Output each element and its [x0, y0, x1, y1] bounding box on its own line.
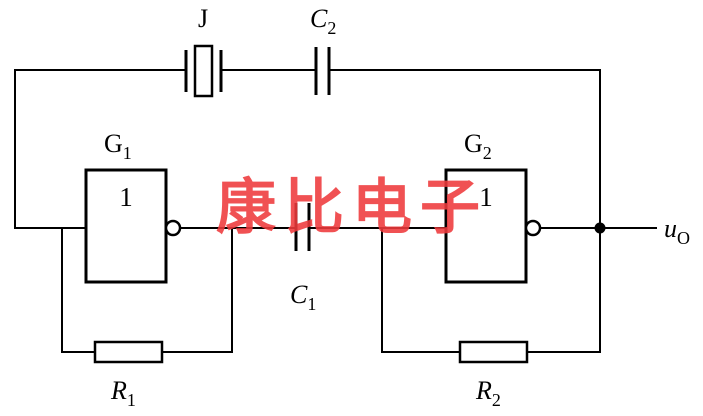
- r2-label: R2: [475, 376, 501, 410]
- r1-label: R1: [110, 376, 136, 410]
- g2-label-main: G: [464, 129, 483, 158]
- c1-label-sub: 1: [307, 294, 316, 314]
- g2-body: [444, 168, 528, 284]
- c1-label-main: C: [290, 280, 308, 309]
- output-label: uO: [664, 214, 690, 248]
- c2-label-sub: 2: [327, 18, 336, 38]
- output-label-main: u: [664, 214, 677, 243]
- r1-label-sub: 1: [127, 390, 136, 410]
- resistor-r2: R2: [458, 340, 529, 410]
- gate-g2: 1 G2: [444, 129, 542, 284]
- crystal-j: J: [184, 4, 223, 98]
- output-label-sub: O: [677, 228, 690, 248]
- g2-label-sub: 2: [483, 143, 492, 163]
- capacitor-c1: C1: [290, 203, 316, 314]
- resistor-r1: R1: [93, 340, 164, 410]
- c2-label: C2: [310, 4, 336, 38]
- crystal-label: J: [198, 4, 208, 33]
- c2-label-main: C: [310, 4, 328, 33]
- r2-label-sub: 2: [492, 390, 501, 410]
- wires: [14, 69, 657, 353]
- c1-label: C1: [290, 280, 316, 314]
- g1-label-main: G: [104, 129, 123, 158]
- g2-inverter-bubble: [524, 219, 542, 237]
- r2-body: [458, 340, 529, 364]
- output-junction-dot: [594, 222, 606, 234]
- g1-inverter-bubble: [164, 219, 182, 237]
- g1-label: G1: [104, 129, 132, 163]
- g2-label: G2: [464, 129, 492, 163]
- gate-g1: 1 G1: [84, 129, 182, 284]
- watermark-text: 康比电子: [216, 173, 488, 243]
- g1-body: [84, 168, 168, 284]
- r2-label-main: R: [475, 376, 492, 405]
- r1-label-main: R: [110, 376, 127, 405]
- capacitor-c2: C2: [310, 4, 336, 95]
- g2-symbol: 1: [479, 182, 493, 212]
- r1-body: [93, 340, 164, 364]
- g1-symbol: 1: [119, 182, 133, 212]
- g1-label-sub: 1: [123, 143, 132, 163]
- output-terminal: uO: [594, 214, 690, 248]
- crystal-body: [193, 44, 214, 98]
